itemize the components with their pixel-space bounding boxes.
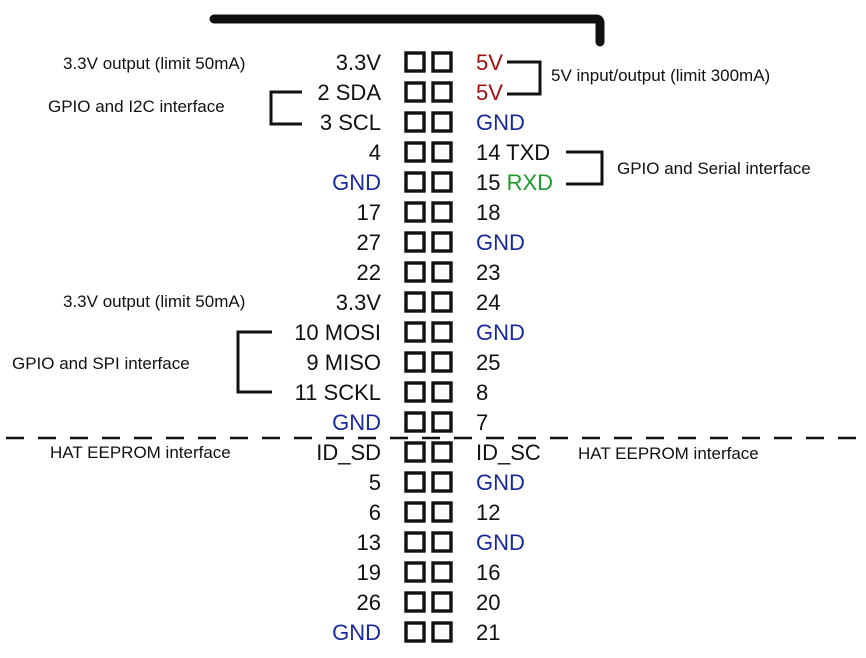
pin-right-label: 7: [476, 410, 488, 435]
pin-left-label: 3.3V: [336, 50, 382, 75]
pin-left-label: 5: [369, 470, 381, 495]
pin-left-label: 4: [369, 140, 381, 165]
pin-right-label: 15 RXD: [476, 170, 553, 195]
pin-right-label: 14 TXD: [476, 140, 550, 165]
pin-even-pad: [431, 501, 453, 523]
board-edge-line: [209, 14, 605, 47]
pin-right-label: 24: [476, 290, 500, 315]
pin-even-pad: [431, 561, 453, 583]
pin-odd-pad: [404, 231, 426, 253]
pin-left-label: 10 MOSI: [294, 320, 381, 345]
pin-even-pad: [431, 531, 453, 553]
pin-left-label: 3 SCL: [320, 110, 381, 135]
pin-odd-pad: [404, 621, 426, 643]
pin-right-label: 16: [476, 560, 500, 585]
pin-left-label: 26: [357, 590, 381, 615]
pin-right-label: 8: [476, 380, 488, 405]
pin-left-label: GND: [332, 410, 381, 435]
pin-even-pad: [431, 141, 453, 163]
pin-even-pad: [431, 321, 453, 343]
pin-odd-pad: [404, 411, 426, 433]
pin-odd-pad: [404, 51, 426, 73]
pin-odd-pad: [404, 111, 426, 133]
pin-left-label: 17: [357, 200, 381, 225]
pin-left-label: 9 MISO: [306, 350, 381, 375]
pin-left-label: 22: [357, 260, 381, 285]
5v-bracket: [507, 60, 542, 96]
pin-odd-pad: [404, 441, 426, 463]
pin-odd-pad: [404, 291, 426, 313]
pin-even-pad: [431, 231, 453, 253]
pin-right-label: 5V: [476, 80, 503, 105]
pin-even-pad: [431, 201, 453, 223]
annotation-serial-interface: GPIO and Serial interface: [617, 159, 811, 178]
pin-right-label-part: 15: [476, 170, 507, 195]
pin-left-label: 13: [357, 530, 381, 555]
pin-right-label: ID_SC: [476, 440, 541, 465]
pin-odd-pad: [404, 81, 426, 103]
pin-right-label: GND: [476, 230, 525, 255]
pin-odd-pad: [404, 381, 426, 403]
pin-left-label: GND: [332, 620, 381, 645]
pin-odd-pad: [404, 201, 426, 223]
pin-right-label: 20: [476, 590, 500, 615]
pin-right-label: 25: [476, 350, 500, 375]
pin-even-pad: [431, 471, 453, 493]
pin-left-label: GND: [332, 170, 381, 195]
pin-left-label: ID_SD: [316, 440, 381, 465]
pin-left-label: 6: [369, 500, 381, 525]
pin-right-label: GND: [476, 470, 525, 495]
pin-right-label: 23: [476, 260, 500, 285]
pin-odd-pad: [404, 321, 426, 343]
pin-odd-pad: [404, 351, 426, 373]
pin-odd-pad: [404, 171, 426, 193]
i2c-bracket: [269, 90, 302, 126]
pin-odd-pad: [404, 561, 426, 583]
pin-even-pad: [431, 291, 453, 313]
pin-even-pad: [431, 261, 453, 283]
pin-left-label: 3.3V: [336, 290, 382, 315]
annotation-33v-output-top: 3.3V output (limit 50mA): [63, 54, 245, 73]
annotation-spi-interface: GPIO and SPI interface: [12, 354, 190, 373]
pin-odd-pad: [404, 531, 426, 553]
pin-left-label: 11 SCKL: [295, 380, 381, 405]
pin-even-pad: [431, 441, 453, 463]
annotation-hat-eeprom-left: HAT EEPROM interface: [50, 443, 231, 462]
pin-odd-pad: [404, 471, 426, 493]
pin-odd-pad: [404, 141, 426, 163]
pin-even-pad: [431, 171, 453, 193]
serial-bracket: [566, 150, 604, 186]
pin-odd-pad: [404, 501, 426, 523]
pin-odd-pad: [404, 261, 426, 283]
pin-grid: 3.3V 5V 2 SDA 5V 3 SCL GND 4 14 TXD GND 15 RXD 17 1…: [294, 50, 553, 645]
annotation-33v-output-mid: 3.3V output (limit 50mA): [63, 292, 245, 311]
pin-even-pad: [431, 621, 453, 643]
pin-right-label: 21: [476, 620, 500, 645]
pin-even-pad: [431, 81, 453, 103]
pin-left-label: 2 SDA: [317, 80, 381, 105]
pin-left-label: 27: [357, 230, 381, 255]
pin-even-pad: [431, 51, 453, 73]
pin-right-label: 5V: [476, 50, 503, 75]
pin-even-pad: [431, 411, 453, 433]
pin-even-pad: [431, 351, 453, 373]
pin-even-pad: [431, 381, 453, 403]
annotation-hat-eeprom-right: HAT EEPROM interface: [578, 444, 759, 463]
pin-even-pad: [431, 111, 453, 133]
pin-left-label: 19: [357, 560, 381, 585]
spi-bracket: [236, 330, 272, 394]
annotation-i2c-interface: GPIO and I2C interface: [48, 97, 225, 116]
pin-even-pad: [431, 591, 453, 613]
annotation-5v-input-output: 5V input/output (limit 300mA): [551, 66, 770, 85]
pin-odd-pad: [404, 591, 426, 613]
pin-right-label-part: RXD: [507, 170, 553, 195]
pin-right-label: GND: [476, 110, 525, 135]
pin-right-label: 12: [476, 500, 500, 525]
pin-right-label: GND: [476, 320, 525, 345]
pin-right-label: GND: [476, 530, 525, 555]
pin-right-label: 18: [476, 200, 500, 225]
